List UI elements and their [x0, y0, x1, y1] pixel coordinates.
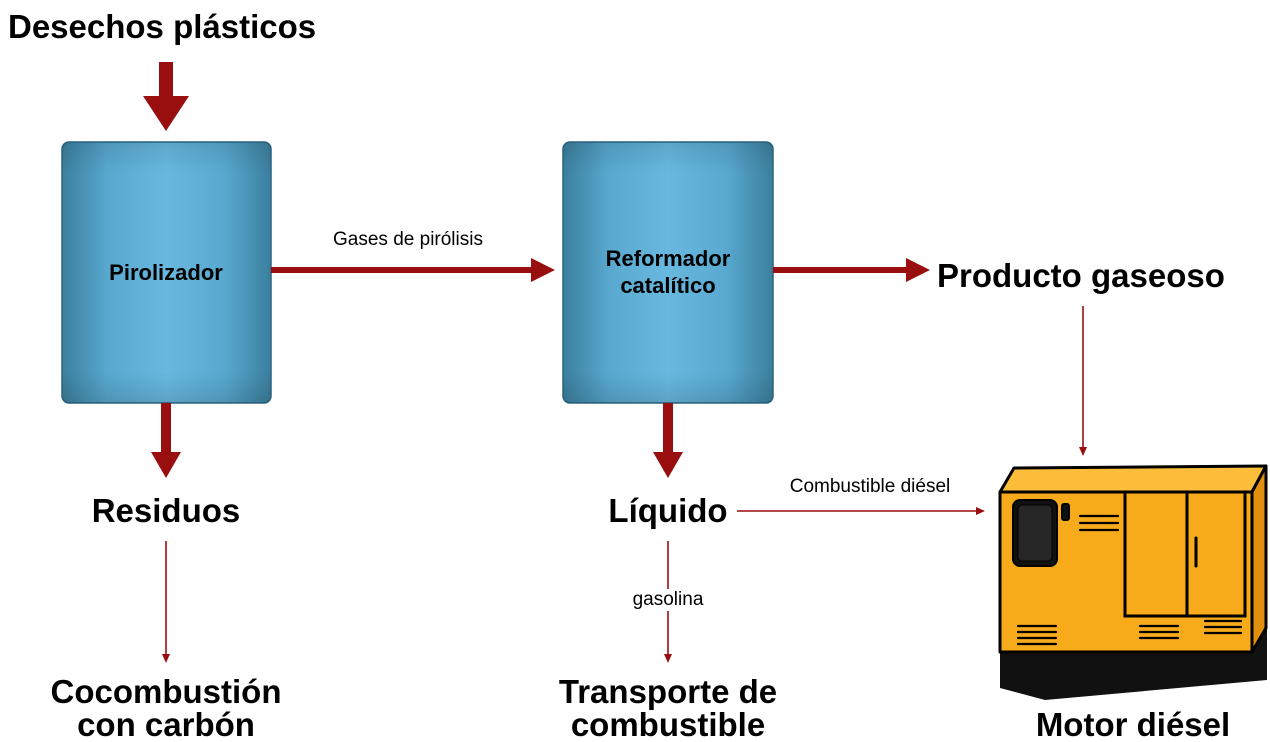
generator-indicator-light [1061, 503, 1070, 521]
arrow-reformer-to-gas-product [773, 258, 930, 282]
diesel-generator-icon [998, 464, 1268, 700]
end-use-diesel-engine-label: Motor diésel [1035, 706, 1231, 742]
product-liquid-label: Líquido [608, 492, 728, 529]
generator-door-right [1185, 490, 1247, 618]
generator-vent-lower-right [1203, 619, 1243, 635]
pyrolyzer-label: Pirolizador [109, 260, 223, 285]
end-use-fuel-transport-label: Transporte de combustible [559, 675, 777, 741]
end-use-cofiring-line: Cocombustión [50, 673, 282, 710]
input-label: Desechos plásticos [8, 8, 317, 45]
reformer-label-line: catalítico [620, 273, 716, 298]
generator-vent-lower-left [1016, 624, 1058, 646]
end-use-cofiring-label: Cocombustión con carbón [51, 675, 282, 741]
flow-label-diesel-fuel: Combustible diésel [789, 476, 951, 497]
arrow-pyrolyzer-to-reformer [271, 258, 555, 282]
arrow-residue-to-cofiring [162, 541, 170, 663]
flow-label-pyrolysis-gases: Gases de pirólisis [333, 229, 483, 250]
product-gas-label: Producto gaseoso [937, 257, 1225, 294]
generator-base [1000, 628, 1267, 700]
generator-top-panel [998, 464, 1268, 494]
end-use-fuel-transport-line: Transporte de [558, 673, 778, 710]
product-residue-label: Residuos [91, 492, 241, 529]
reformer-label: Reformador catalítico [606, 245, 731, 299]
arrow-pyrolyzer-to-residue [151, 403, 181, 478]
generator-side-panel [1250, 464, 1268, 654]
arrow-liquid-to-engine [737, 507, 985, 515]
reformer-unit [562, 141, 774, 404]
pyrolyzer-unit [61, 141, 272, 404]
generator-vent-upper [1078, 514, 1120, 532]
flow-label-gasoline: gasolina [629, 589, 707, 611]
arrow-waste-to-pyrolyzer [143, 62, 189, 131]
reformer-label-line: Reformador [605, 246, 731, 271]
arrow-gas-to-engine [1079, 306, 1087, 456]
end-use-cofiring-line: con carbón [77, 706, 255, 742]
arrow-reformer-to-liquid [653, 403, 683, 478]
end-use-fuel-transport-line: combustible [570, 706, 766, 742]
generator-vent-lower-middle [1138, 624, 1180, 640]
